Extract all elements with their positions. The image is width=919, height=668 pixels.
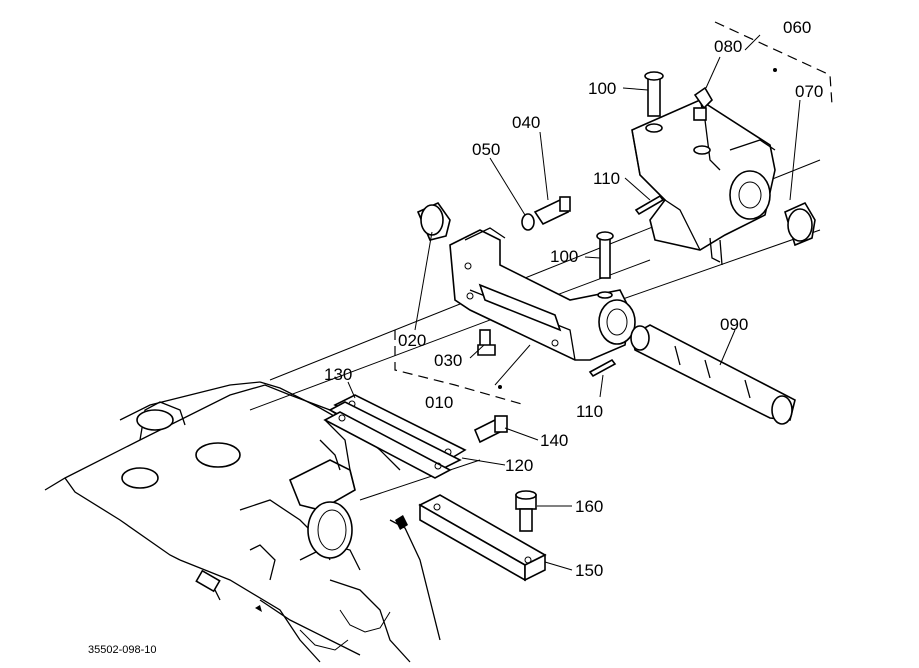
callout-160: 160: [575, 497, 603, 516]
pin-100-lower: [596, 231, 614, 299]
callout-100-upper: 100: [588, 79, 616, 98]
bolt-160: [515, 490, 537, 532]
callout-080: 080: [714, 37, 742, 56]
bushing-020: [416, 201, 451, 241]
callout-labels: 060 080 070 100 040 050 110 100 020 030 …: [324, 18, 823, 580]
cotter-pin-110-upper: [634, 194, 665, 216]
callout-130: 130: [324, 365, 352, 384]
bolt-140: [473, 415, 508, 444]
bushing-070: [784, 201, 816, 247]
grease-fitting-080: [693, 86, 714, 155]
pin-100-upper: [644, 71, 664, 133]
cotter-pin-110-lower: [588, 358, 617, 378]
callout-150: 150: [575, 561, 603, 580]
callout-120: 120: [505, 456, 533, 475]
callout-020: 020: [398, 331, 426, 350]
shaft-090: [630, 324, 796, 425]
callout-050: 050: [472, 140, 500, 159]
callout-110-lower: 110: [576, 402, 603, 421]
plate-150: [418, 494, 547, 582]
drawing-id: 35502-098-10: [88, 644, 157, 656]
callout-010: 010: [425, 393, 453, 412]
plate-120: [323, 401, 462, 479]
callout-140: 140: [540, 431, 568, 450]
callout-070: 070: [795, 82, 823, 101]
center-bracket-010: [449, 227, 636, 361]
callout-110-upper: 110: [593, 169, 620, 188]
engine-housing: [44, 381, 441, 663]
callout-060: 060: [783, 18, 811, 37]
washer-050: [521, 213, 535, 231]
grease-fitting-030: [477, 329, 496, 356]
group-brackets: [394, 21, 833, 406]
leader-lines: [347, 34, 801, 571]
callout-030: 030: [434, 351, 462, 370]
callout-100-lower: 100: [550, 247, 578, 266]
bolt-040: [533, 196, 571, 226]
callout-040: 040: [512, 113, 540, 132]
callout-090: 090: [720, 315, 748, 334]
